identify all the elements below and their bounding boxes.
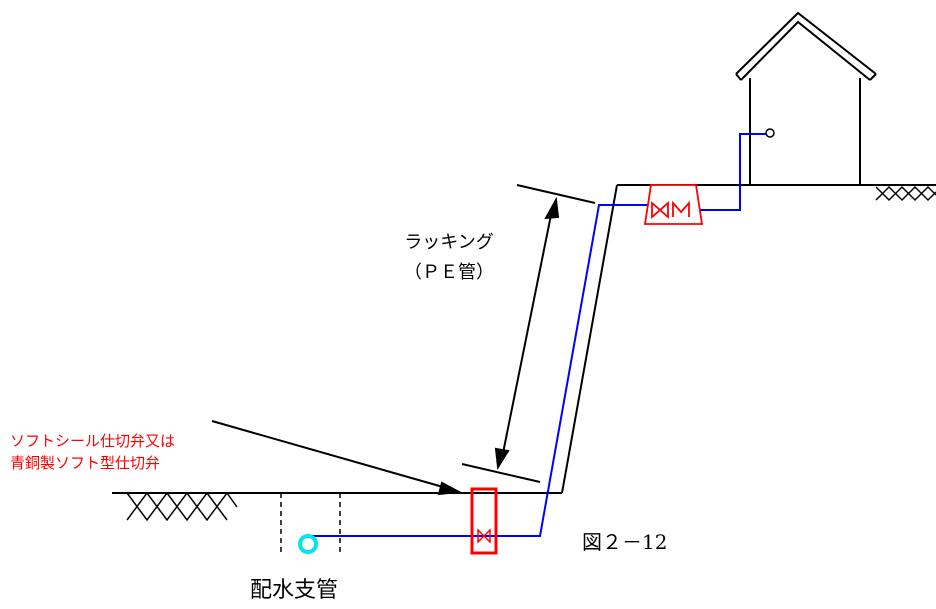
distribution-main-label: 配水支管 — [250, 578, 339, 603]
figure-number: 図２－12 — [582, 530, 668, 554]
meter-icon — [643, 184, 704, 225]
valve-label-line1: ソフトシール仕切弁又は — [10, 432, 176, 450]
faucet-icon — [765, 128, 775, 138]
upper-ground-hatch — [875, 185, 936, 202]
lagging-label: ラッキング （ＰＥ管） — [404, 228, 494, 288]
lower-ground — [112, 491, 562, 522]
lagging-label-line2: （ＰＥ管） — [404, 262, 494, 283]
valve-label-line2: 青銅製ソフト型仕切弁 — [10, 454, 161, 472]
valve-pointer — [211, 420, 463, 496]
gate-valve-icon — [470, 487, 498, 555]
lagging-dimension — [461, 184, 596, 483]
distribution-main-pipe — [298, 534, 318, 554]
valve-label: ソフトシール仕切弁又は 青銅製ソフト型仕切弁 — [10, 430, 175, 474]
slope-wall — [561, 184, 936, 494]
distribution-main-trench — [280, 493, 341, 555]
house-icon — [735, 11, 877, 185]
lagging-label-line1: ラッキング — [404, 232, 494, 253]
